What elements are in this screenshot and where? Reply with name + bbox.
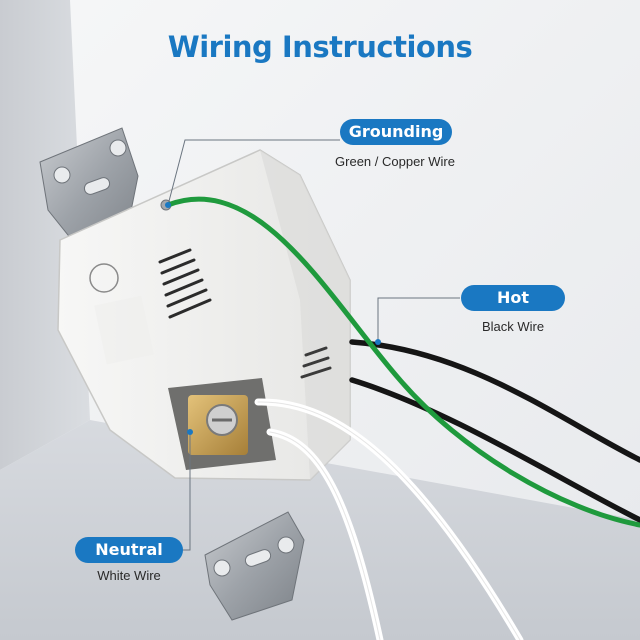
wall-left [0, 0, 90, 470]
neutral-description: White Wire [97, 568, 161, 583]
page-title: Wiring Instructions [167, 30, 473, 64]
neutral-wire [257, 401, 521, 640]
hot-wire [349, 339, 640, 463]
hot-badge: Hot [461, 285, 565, 311]
hot-description: Black Wire [481, 319, 545, 334]
grounding-description: Green / Copper Wire [335, 154, 455, 169]
floor [0, 420, 640, 640]
neutral-wire [269, 431, 381, 640]
grounding-badge: Grounding [340, 119, 452, 145]
vent-slots [158, 248, 212, 319]
neutral-badge: Neutral [75, 537, 183, 563]
wires [165, 196, 640, 640]
ul-mark [89, 263, 119, 293]
hot-wire [349, 377, 640, 523]
ground-wire [165, 196, 640, 528]
bottom-mounting-strap [204, 511, 305, 621]
